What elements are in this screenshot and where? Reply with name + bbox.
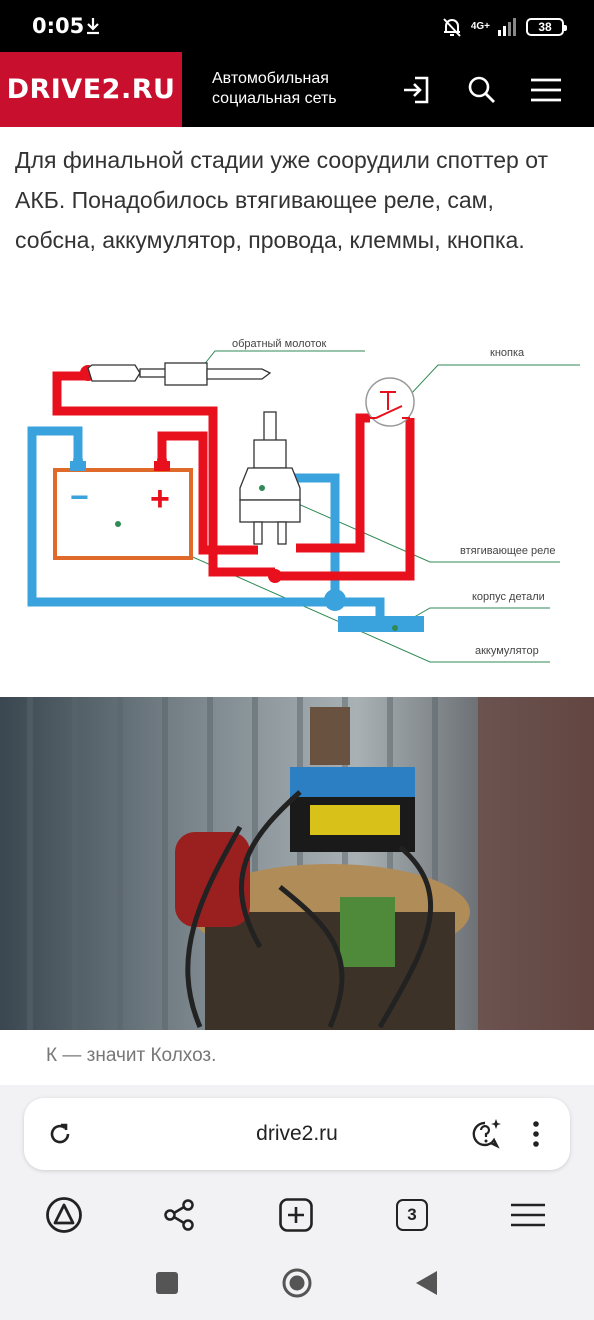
browser-menu-button[interactable]: [506, 1193, 550, 1237]
new-tab-button[interactable]: [274, 1193, 318, 1237]
status-bar: 0:05 4G+ 38: [0, 0, 594, 52]
alice-icon: [46, 1197, 82, 1233]
assistant-chat-button[interactable]: [468, 1116, 504, 1152]
home-button[interactable]: [279, 1265, 315, 1301]
signal-icon: [498, 18, 516, 36]
network-label: 4G+: [470, 21, 490, 32]
menu-icon: [531, 78, 561, 102]
login-icon: [404, 76, 429, 104]
label-button: кнопка: [490, 347, 525, 359]
system-navigation-bar: [0, 1245, 594, 1320]
tagline-line-2: социальная сеть: [212, 90, 337, 107]
browser-toolbar: 3: [0, 1185, 594, 1245]
menu-icon: [511, 1203, 545, 1227]
status-time: 0:05: [32, 14, 85, 38]
label-relay: втягивающее реле: [460, 545, 555, 557]
login-button[interactable]: [394, 68, 438, 112]
label-body: корпус детали: [472, 591, 545, 603]
status-indicators: 4G+ 38: [441, 14, 567, 40]
share-icon: [164, 1199, 194, 1231]
tabs-button[interactable]: 3: [390, 1193, 434, 1237]
alice-button[interactable]: [42, 1193, 86, 1237]
new-tab-icon: [279, 1198, 313, 1232]
more-vert-icon: [533, 1121, 539, 1147]
reload-button[interactable]: [42, 1116, 78, 1152]
article-photo[interactable]: [0, 697, 594, 1030]
site-tagline: Автомобильная социальная сеть: [212, 69, 382, 109]
assistant-chat-icon: [472, 1119, 501, 1149]
back-button[interactable]: [408, 1265, 444, 1301]
menu-button[interactable]: [524, 68, 568, 112]
photo-illustration: [0, 697, 594, 1030]
site-logo[interactable]: DRIVE2.RU: [0, 52, 182, 127]
label-battery: аккумулятор: [475, 645, 539, 657]
site-header: DRIVE2.RU Автомобильная социальная сеть: [0, 52, 594, 127]
battery-minus: −: [70, 479, 89, 515]
circle-icon: [282, 1268, 312, 1298]
label-hammer: обратный молоток: [232, 338, 327, 350]
battery-icon: 38: [526, 18, 567, 36]
share-button[interactable]: [157, 1193, 201, 1237]
square-icon: [156, 1272, 178, 1294]
address-bar[interactable]: drive2.ru: [24, 1098, 570, 1170]
bell-off-icon: [443, 18, 461, 37]
wiring-diagram: обратный молоток кнопка втягивающее реле…: [27, 338, 580, 663]
photo-caption: К — значит Колхоз.: [46, 1045, 217, 1066]
battery-level: 38: [538, 20, 552, 34]
more-options-button[interactable]: [518, 1116, 554, 1152]
download-icon: [87, 18, 99, 35]
battery-plus: +: [150, 480, 170, 518]
url-text[interactable]: drive2.ru: [256, 1122, 338, 1145]
triangle-back-icon: [416, 1271, 437, 1295]
search-icon: [468, 76, 495, 103]
tagline-line-1: Автомобильная: [212, 70, 329, 87]
article-paragraph: Для финальной стадии уже соорудили спотт…: [15, 147, 549, 253]
search-button[interactable]: [460, 68, 504, 112]
reload-icon: [50, 1123, 70, 1144]
tabs-count: 3: [407, 1205, 417, 1224]
recents-button[interactable]: [149, 1265, 185, 1301]
tabs-icon: 3: [396, 1199, 428, 1231]
